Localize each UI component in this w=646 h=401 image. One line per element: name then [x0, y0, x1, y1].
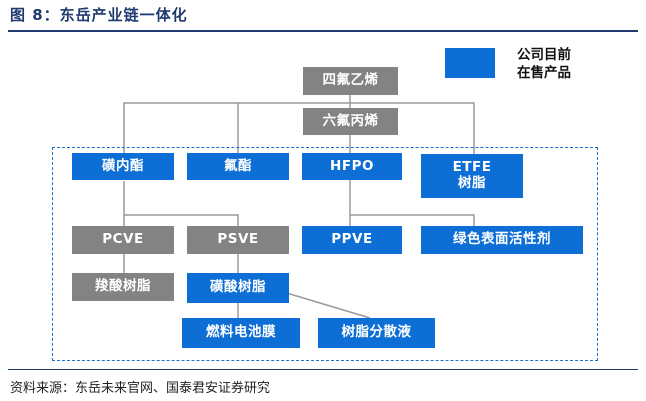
- node-ppve: PPVE: [302, 226, 402, 254]
- figure-title: 图 8：东岳产业链一体化: [10, 6, 188, 24]
- connector-tfe-branch: [123, 102, 475, 161]
- node-pcve: PCVE: [72, 226, 174, 254]
- node-hfpo: HFPO: [302, 153, 402, 180]
- source-divider: [8, 369, 638, 370]
- legend-swatch: [445, 48, 495, 78]
- node-carboxylic-resin: 羧酸树脂: [72, 273, 174, 301]
- node-sulfonyl-ester: 磺内酯: [72, 153, 174, 180]
- node-hexafluoropropylene: 六氟丙烯: [303, 108, 398, 135]
- node-fuel-cell-membrane: 燃料电池膜: [182, 318, 300, 348]
- node-psve: PSVE: [187, 226, 289, 254]
- connector-ppve-surfactant-branch: [350, 214, 475, 226]
- node-resin-dispersion: 树脂分散液: [318, 318, 435, 348]
- connector-sulfonyl-branch: [123, 181, 239, 226]
- legend-label: 公司目前 在售产品: [517, 47, 571, 82]
- node-etfe-resin: ETFE 树脂: [421, 154, 523, 198]
- node-sulfonic-resin: 磺酸树脂: [187, 273, 289, 303]
- node-fluoro-ester: 氟酯: [187, 153, 289, 180]
- node-tetrafluoroethylene: 四氟乙烯: [303, 67, 398, 95]
- in-house-scope-boundary: [52, 147, 598, 361]
- source-note: 资料来源：东岳未来官网、国泰君安证券研究: [10, 381, 271, 396]
- node-green-surfactant: 绿色表面活性剂: [421, 226, 583, 254]
- title-divider: [8, 30, 638, 32]
